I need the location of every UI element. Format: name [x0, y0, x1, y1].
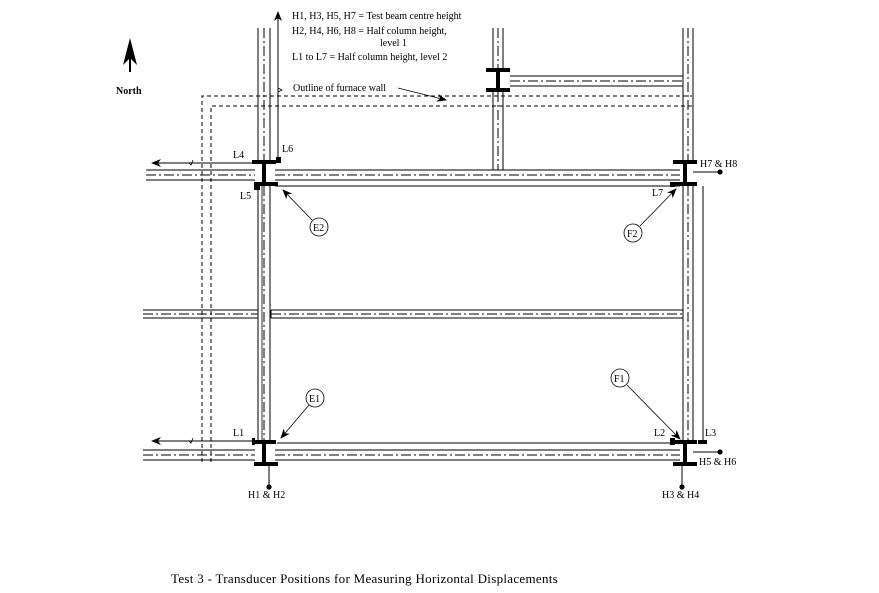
diagram-caption: Test 3 - Transducer Positions for Measur… — [171, 571, 558, 586]
label-l3: L3 — [705, 428, 716, 439]
legend: H1, H3, H5, H7 = Test beam centre height… — [292, 11, 462, 63]
label-h3-h4: H3 & H4 — [662, 490, 699, 501]
north-label: North — [116, 86, 142, 97]
legend-line-1: H1, H3, H5, H7 = Test beam centre height — [292, 11, 462, 22]
furnace-wall-label: Outline of furnace wall — [293, 83, 386, 94]
label-l1: L1 — [233, 428, 244, 439]
furnace-wall-outline — [201, 95, 692, 462]
label-h1-h2: H1 & H2 — [248, 490, 285, 501]
i-section-e2 — [252, 157, 281, 190]
label-l4: L4 — [233, 150, 244, 161]
beam-north — [146, 169, 680, 187]
i-section-e1 — [252, 438, 278, 466]
beam-south — [143, 442, 680, 461]
label-l7: L7 — [652, 188, 663, 199]
label-l2: L2 — [654, 428, 665, 439]
tag-f2-text: F2 — [627, 229, 638, 240]
legend-line-4: L1 to L7 = Half column height, level 2 — [292, 52, 447, 63]
transducer-h7-h8-line — [693, 169, 723, 175]
transducer-h1-h2-line — [266, 466, 272, 490]
label-h5-h6: H5 & H6 — [699, 457, 736, 468]
transducer-l6-line — [274, 11, 283, 157]
furnace-wall-leader — [397, 87, 447, 102]
column-e — [257, 28, 271, 442]
beam-top-short — [510, 75, 683, 87]
i-section-f1 — [670, 438, 707, 466]
legend-line-3: level 1 — [380, 38, 407, 49]
tag-e2-text: E2 — [313, 223, 324, 234]
beam-middle — [143, 309, 683, 319]
label-h7-h8: H7 & H8 — [700, 159, 737, 170]
legend-line-2: H2, H4, H6, H8 = Half column height, — [292, 26, 447, 37]
label-l6: L6 — [282, 144, 293, 155]
tag-f1-text: F1 — [614, 374, 625, 385]
transducer-h3-h4-line — [679, 466, 685, 490]
column-middle — [486, 28, 510, 171]
i-section-f2 — [670, 160, 697, 187]
north-arrow-icon — [123, 38, 137, 72]
column-tag-e2: E2 — [282, 189, 329, 237]
transducer-l4-line — [151, 159, 252, 167]
column-tag-f1: F1 — [610, 368, 681, 440]
label-l5: L5 — [240, 191, 251, 202]
column-tag-f2: F2 — [623, 188, 677, 243]
transducer-l1-line — [151, 437, 252, 445]
column-f — [682, 28, 704, 440]
column-tag-e1: E1 — [280, 388, 325, 439]
transducer-h5-h6-line — [693, 449, 723, 455]
tag-e1-text: E1 — [309, 394, 320, 405]
